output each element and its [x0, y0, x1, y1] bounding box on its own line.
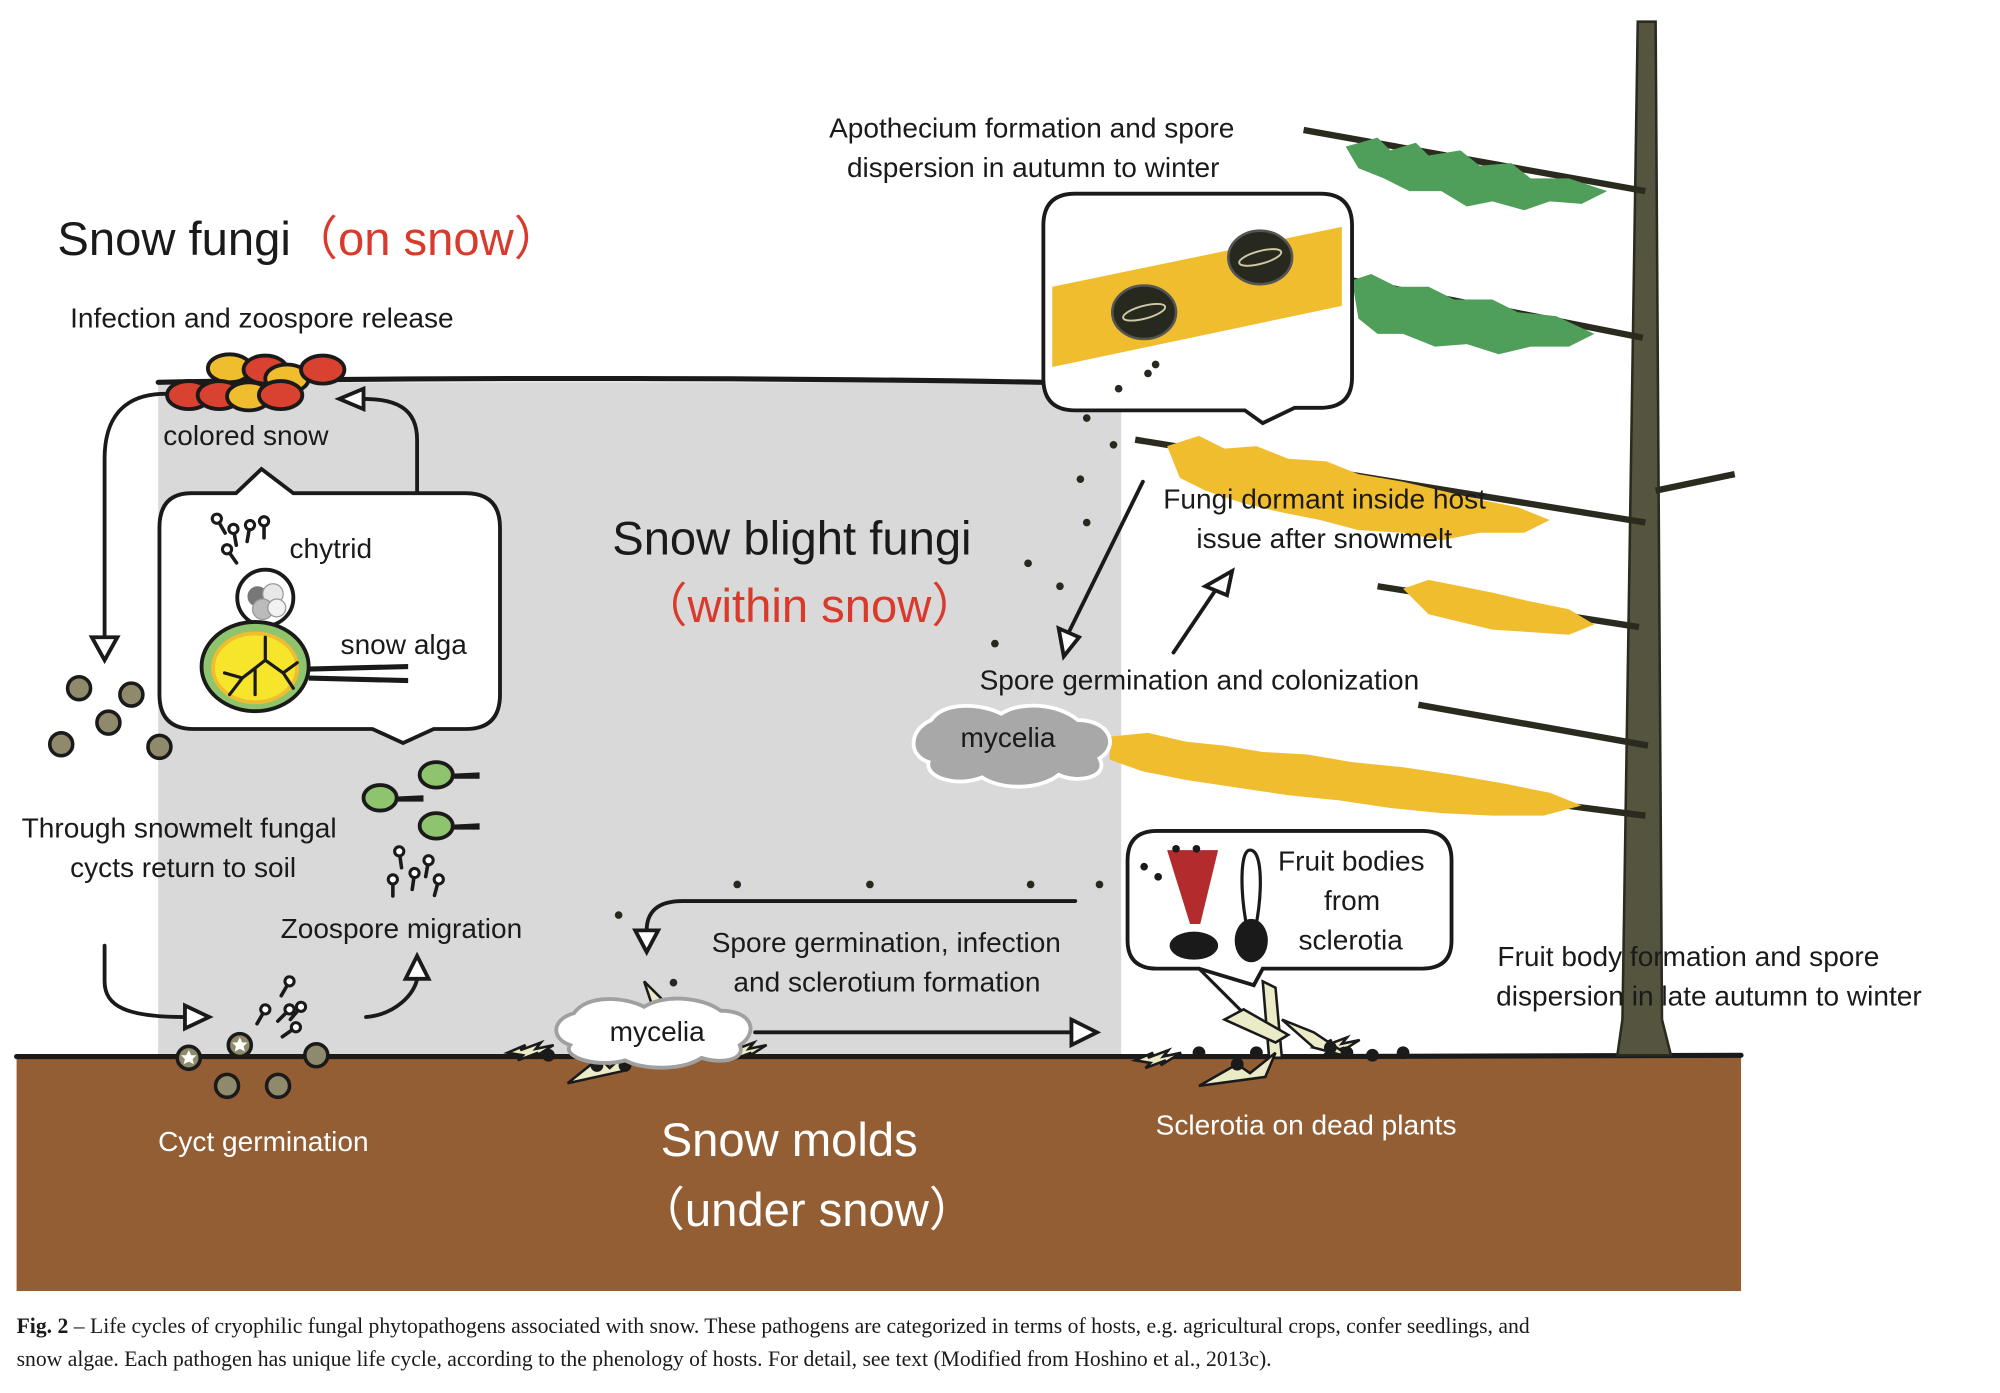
colored-snow-label: colored snow	[163, 420, 329, 451]
snow-molds-subtitle: （under snow）	[638, 1183, 976, 1236]
snow-molds-title: Snow molds	[661, 1113, 918, 1166]
snow-blight-subtitle: （within snow）	[640, 579, 978, 632]
soil-layer	[16, 1056, 1742, 1292]
cyct-germination-label: Cyct germination	[158, 1126, 368, 1157]
mycelia-label-upper: mycelia	[960, 722, 1055, 753]
fruit-formation-label-line2: dispersion in late autumn to winter	[1496, 981, 1922, 1012]
snow-alga-icon	[199, 620, 409, 714]
snow-blight-title: Snow blight fungi	[612, 511, 971, 564]
chytrid-sporangium-icon	[235, 567, 296, 638]
fruit-bodies-label-line3: sclerotia	[1298, 924, 1403, 955]
arrow-spore-return	[644, 899, 1078, 933]
arrow-infection-up	[361, 396, 420, 493]
arrow-head-down	[632, 928, 662, 957]
fruit-body-stalk-icon	[1234, 848, 1268, 963]
fruit-formation-label-line1: Fruit body formation and spore	[1497, 941, 1879, 972]
apothecium-icon	[1110, 229, 1294, 341]
dormant-label-line2: issue after snowmelt	[1196, 523, 1452, 554]
ground-line	[14, 1052, 1744, 1060]
figure-caption-line2: snow algae. Each pathogen has unique lif…	[17, 1347, 1272, 1371]
arrow-head-right	[1069, 1016, 1102, 1049]
snowmelt-label-line2: cycts return to soil	[70, 852, 296, 883]
chytrid-label: chytrid	[290, 533, 373, 564]
arrow-to-germination	[1065, 479, 1145, 637]
dispersing-spores-icon	[991, 360, 1160, 648]
figure-caption-line1: Fig. 2 – Life cycles of cryophilic funga…	[17, 1314, 1530, 1338]
dormant-label-line1: Fungi dormant inside host	[1163, 484, 1486, 515]
dead-plant-right-icon	[1133, 979, 1410, 1088]
cysts-falling-icon	[47, 674, 173, 761]
arrow-head-left	[334, 385, 366, 412]
falling-spores-dots	[614, 880, 1104, 987]
sclerotia-label: Sclerotia on dead plants	[1156, 1109, 1457, 1140]
arrow-head-up	[402, 951, 432, 981]
apothecium-label-line1: Apothecium formation and spore	[829, 113, 1234, 144]
arrow-to-migration	[364, 976, 420, 1019]
yellow-needle-cluster	[1109, 732, 1582, 816]
fruit-bodies-label-line1: Fruit bodies	[1278, 845, 1425, 876]
snow-fungi-title: Snow fungi（on snow）	[57, 212, 560, 265]
snowmelt-label-line1: Through snowmelt fungal	[22, 812, 337, 843]
yellow-needle-cluster	[1403, 579, 1595, 635]
cysts-ground-icon	[175, 1031, 330, 1100]
yellow-needle-cluster	[1167, 435, 1550, 541]
mycelia-cloud-gray	[911, 703, 1112, 789]
conifer-tree	[1096, 20, 1736, 1057]
green-needle-cluster	[1352, 274, 1595, 355]
chytrid-callout	[157, 466, 502, 746]
apothecium-label-line2: dispersion in autumn to winter	[847, 152, 1220, 183]
mycelia-cloud-white	[554, 996, 753, 1070]
arrow-to-dormant	[1171, 584, 1221, 655]
colored-snow-spores-icon	[165, 352, 347, 413]
green-needle-cluster	[1345, 137, 1608, 211]
arrow-head-right	[183, 1002, 214, 1032]
arrow-snowmelt-down	[102, 391, 168, 640]
arrow-to-cysts	[102, 943, 187, 1019]
spore-infection-label-line1: Spore germination, infection	[712, 927, 1061, 958]
spore-colonization-label: Spore germination and colonization	[980, 665, 1420, 696]
arrow-head-up-right	[1201, 567, 1235, 598]
arrow-head-down	[88, 635, 121, 665]
spore-infection-label-line2: and sclerotium formation	[733, 967, 1040, 998]
snow-alga-label: snow alga	[341, 629, 468, 660]
infection-label: Infection and zoospore release	[70, 303, 454, 334]
fruit-bodies-label-line2: from	[1324, 885, 1380, 916]
arrow-head-down-left	[1056, 625, 1083, 661]
zoospore-migration-label: Zoospore migration	[281, 913, 523, 944]
mycelia-label-lower: mycelia	[610, 1016, 705, 1047]
fruit-body-red-icon	[1140, 844, 1219, 960]
